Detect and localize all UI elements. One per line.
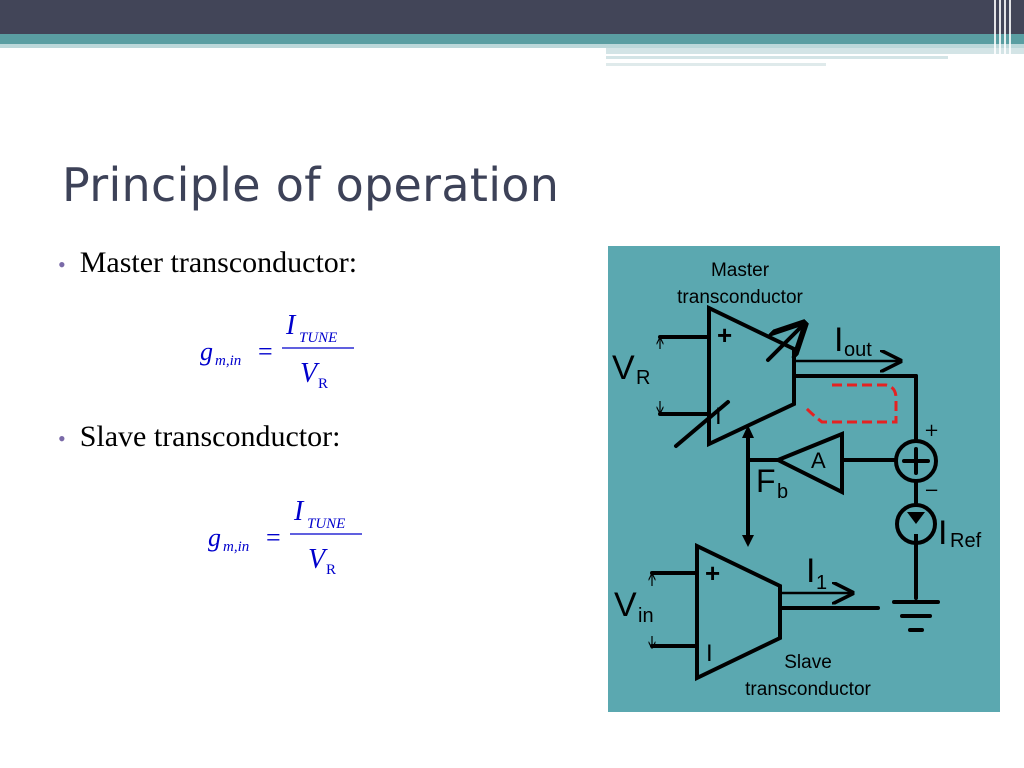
formula-eq: = <box>266 523 281 552</box>
feedback-amplifier <box>773 431 844 496</box>
bullet-master: • Master transconductor: <box>58 246 357 280</box>
master-minus: I <box>715 403 722 430</box>
iout-label: I <box>834 321 843 359</box>
slide-title: Principle of operation <box>62 158 560 212</box>
slave-label-line1: Slave <box>784 652 832 673</box>
diagram-background <box>608 246 1000 712</box>
slave-minus: I <box>706 640 713 667</box>
fb-sub: b <box>777 481 788 503</box>
bullet-dot-icon: • <box>58 252 66 277</box>
formula-den-sub: R <box>326 562 336 578</box>
master-label-line2: transconductor <box>677 287 803 308</box>
loop-indicator <box>804 383 898 424</box>
formula-lhs-sub: m,in <box>223 539 249 555</box>
formula-slave: g m,in = I TUNE V R <box>208 496 362 578</box>
vin-sub: in <box>638 605 654 627</box>
amp-a-label: A <box>811 448 826 473</box>
slave-amplifier <box>695 542 782 682</box>
iref-label: I <box>938 514 947 552</box>
slave-plus: + <box>705 558 720 588</box>
i1-sub: 1 <box>816 572 827 594</box>
formula-num-sub: TUNE <box>299 330 337 346</box>
formula-den: V <box>308 544 328 575</box>
formula-master: g m,in = I TUNE V R <box>200 310 354 392</box>
master-plus: + <box>717 320 732 350</box>
formula-lhs-sub: m,in <box>215 353 241 369</box>
vin-label: V <box>614 586 637 624</box>
formula-num: I <box>285 310 297 341</box>
iref-sub: Ref <box>950 530 982 552</box>
slave-label-line2: transconductor <box>745 679 871 700</box>
vr-label: V <box>612 349 635 387</box>
i1-label: I <box>806 552 815 590</box>
formula-num-sub: TUNE <box>307 516 345 532</box>
circuit-diagram: Master transconductor <box>608 246 1000 712</box>
source-minus: − <box>924 480 939 501</box>
bullet-master-text: Master transconductor: <box>79 246 358 279</box>
fb-label: F <box>756 463 776 499</box>
formula-den: V <box>300 358 320 389</box>
header-decoration <box>0 0 1024 70</box>
formula-lhs: g <box>200 337 213 366</box>
bullet-dot-icon: • <box>58 426 66 451</box>
formula-lhs: g <box>208 523 221 552</box>
vr-sub: R <box>636 367 650 389</box>
formula-num: I <box>293 496 305 527</box>
bullet-slave-text: Slave transconductor: <box>79 420 341 453</box>
source-plus: + <box>924 420 939 441</box>
master-label-line1: Master <box>711 260 770 281</box>
bullet-slave: • Slave transconductor: <box>58 420 340 454</box>
formula-eq: = <box>258 337 273 366</box>
master-amplifier <box>707 304 796 448</box>
iout-sub: out <box>844 339 872 361</box>
formula-den-sub: R <box>318 376 328 392</box>
